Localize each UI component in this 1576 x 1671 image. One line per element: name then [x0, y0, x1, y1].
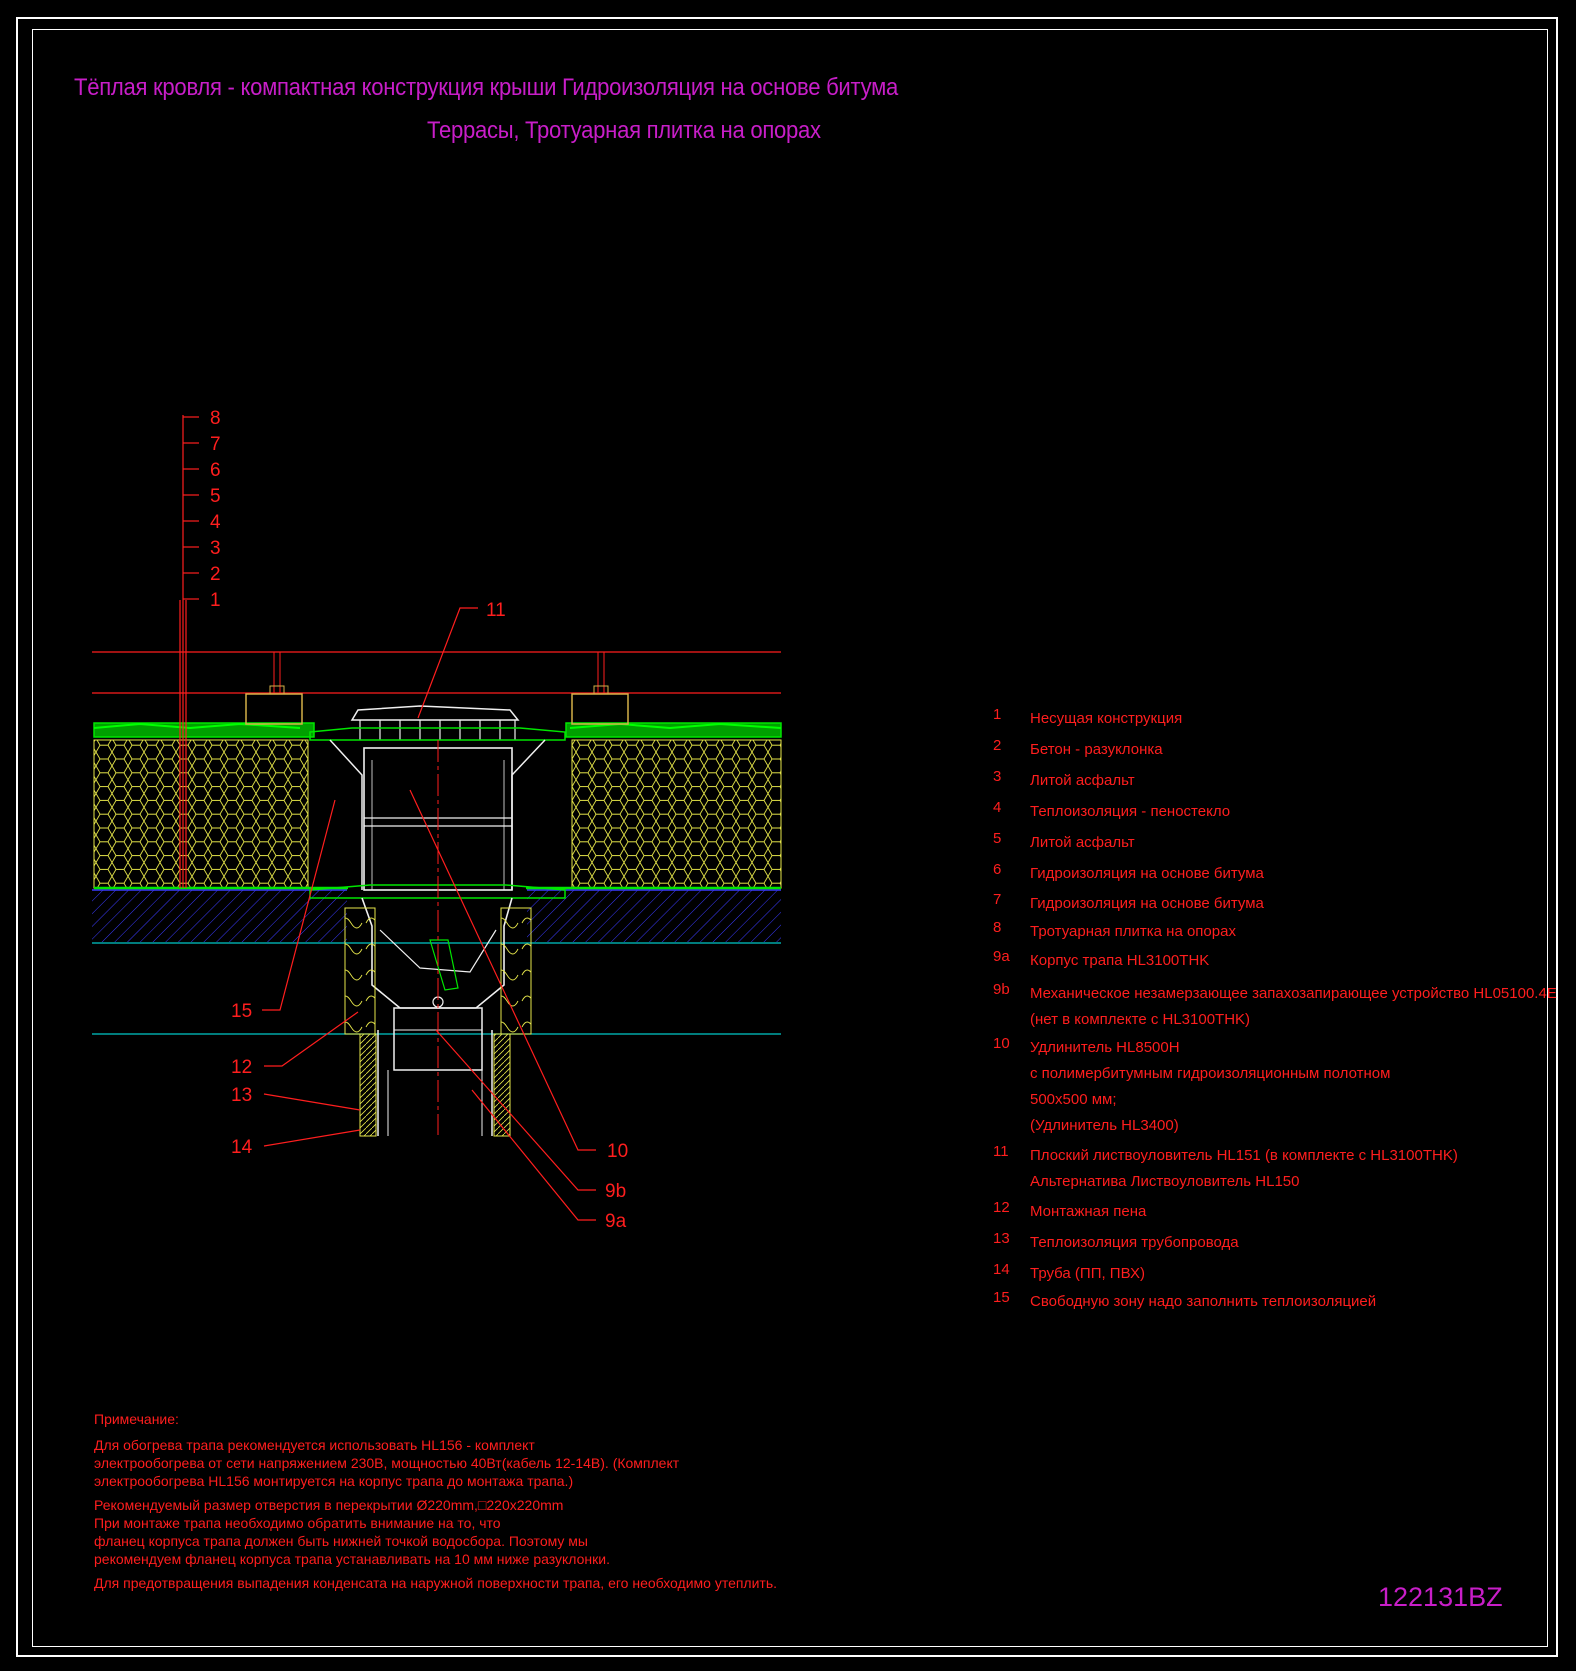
- notes-paragraph-opening: Рекомендуемый размер отверстия в перекры…: [94, 1497, 610, 1567]
- paving-tiles-on-supports: [92, 651, 781, 725]
- callout-12: 12: [231, 1057, 252, 1078]
- callout-10: 10: [607, 1141, 628, 1162]
- callout-13: 13: [231, 1085, 252, 1106]
- drawing-title-line2: Террасы, Тротуарная плитка на опорах: [427, 117, 821, 144]
- notes-block: Примечание: Для обогрева трапа рекоменду…: [94, 1410, 777, 1595]
- drawing-frame-inner: [32, 29, 1548, 1647]
- callout-9b: 9b: [605, 1181, 626, 1202]
- drawing-title-line1: Тёплая кровля - компактная конструкция к…: [74, 74, 899, 101]
- drawing-code: 122131BZ: [1378, 1582, 1503, 1612]
- layer-label-6: 6: [210, 460, 221, 481]
- layer-label-5: 5: [210, 486, 221, 507]
- mounting-foam: [344, 907, 532, 1035]
- layer-label-3: 3: [210, 538, 221, 559]
- notes-paragraph-condensate: Для предотвращения выпадения конденсата …: [94, 1575, 778, 1591]
- callout-11: 11: [486, 600, 506, 621]
- foam-glass-insulation: [93, 739, 782, 889]
- callout-14: 14: [231, 1137, 253, 1158]
- layer-number-labels: 8 7 6 5 4 3 2 1: [210, 408, 221, 611]
- callout-9a: 9a: [605, 1211, 627, 1232]
- layer-label-4: 4: [210, 512, 221, 533]
- callout-leaders: [262, 607, 596, 1221]
- layer-label-1: 1: [210, 590, 221, 611]
- layer-label-8: 8: [210, 408, 221, 429]
- layer-label-2: 2: [210, 564, 221, 585]
- layer-label-7: 7: [210, 434, 221, 455]
- drawing-frame-outer: [16, 17, 1558, 1657]
- bitumen-waterproofing-membrane: [93, 722, 782, 738]
- pipe-with-insulation: [359, 1030, 511, 1137]
- notes-paragraph-heating: Для обогрева трапа рекомендуется использ…: [94, 1437, 680, 1489]
- notes-heading: Примечание:: [94, 1411, 179, 1427]
- callout-15: 15: [231, 1001, 252, 1022]
- callout-labels: 11 15 12 13 14 10 9b 9a: [231, 600, 628, 1232]
- layer-leader-column: [179, 415, 199, 888]
